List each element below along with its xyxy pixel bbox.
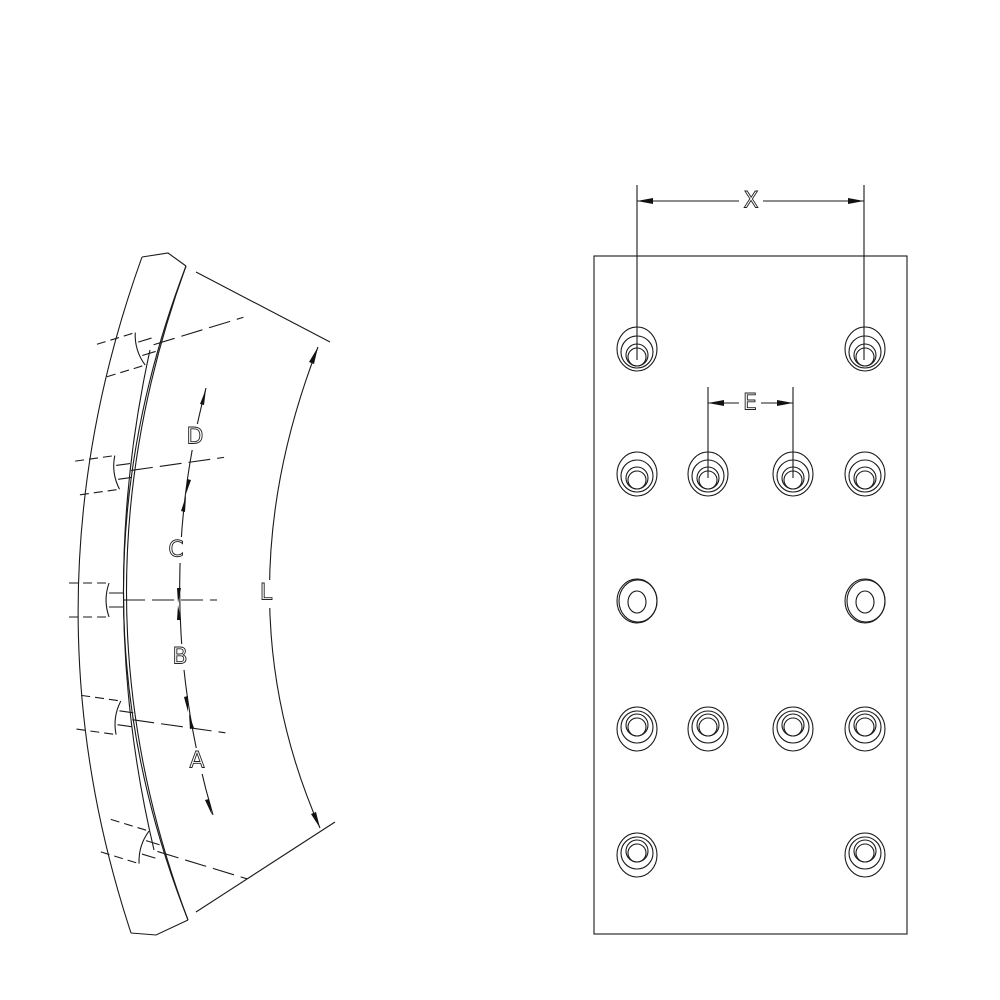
- rivet-shank: [109, 592, 124, 608]
- counterbore-outline: [96, 332, 146, 378]
- d-arrow-top: [200, 389, 206, 405]
- rivet-hole: [844, 578, 886, 624]
- e-arrow-left: [708, 400, 724, 406]
- d-arrow-bottom: [186, 479, 191, 494]
- b-arrow-top: [177, 605, 181, 620]
- rivet-centerline: [130, 456, 225, 471]
- rivet-counterbore: [96, 316, 244, 378]
- rivet-hole: [687, 451, 729, 497]
- rivet-counterbore: [75, 455, 225, 496]
- l-dimension-arc: [269, 346, 321, 829]
- b-arrow-bottom: [184, 696, 188, 712]
- counterbore-outline: [100, 818, 150, 865]
- lining-bottom-edge: [130, 919, 189, 936]
- counterbore-outline: [69, 582, 110, 618]
- e-arrow-right: [777, 400, 793, 406]
- a-arrow-top: [189, 714, 194, 729]
- counterbore-bottom: [114, 700, 122, 735]
- rivet-hole: [772, 451, 814, 497]
- lining-outer-arc: [77, 256, 143, 934]
- dimension-label-e: E: [743, 391, 757, 416]
- counterbore-bottom: [105, 582, 110, 618]
- rivet-shank: [116, 462, 133, 480]
- rivet-hole: [616, 451, 658, 497]
- a-arrow-bottom: [205, 799, 212, 815]
- dimension-label-x: X: [743, 189, 758, 214]
- side-view: L D C B A: [69, 252, 336, 936]
- rivet-hole: [616, 326, 658, 372]
- rivet-hole: [844, 326, 886, 372]
- counterbore-outline: [76, 694, 121, 736]
- rivet-shank: [141, 840, 160, 859]
- rivet-counterbore: [76, 694, 226, 736]
- rivet-hole: [844, 832, 886, 878]
- dimension-label-l: L: [260, 581, 273, 606]
- counterbore-outline: [75, 455, 120, 496]
- counterbore-bottom: [138, 830, 150, 864]
- c-arrow-top: [181, 496, 186, 512]
- lining-top-edge: [141, 252, 187, 267]
- rivet-hole: [844, 451, 886, 497]
- l-arrow-bottom: [311, 812, 320, 828]
- rivet-hole: [844, 706, 886, 752]
- dimension-label-d: D: [187, 425, 204, 450]
- rivet-counterbore: [100, 818, 248, 880]
- dimension-label-a: A: [189, 749, 204, 774]
- dimension-label-c: C: [168, 538, 183, 563]
- rivet-shank: [137, 337, 156, 357]
- rivet-group: [69, 316, 248, 880]
- rivet-hole: [616, 832, 658, 878]
- rivet-hole: [687, 706, 729, 752]
- counterbore-bottom: [113, 455, 121, 490]
- lining-inner-arc: [125, 265, 189, 921]
- rivet-hole: [616, 578, 658, 624]
- lining-outline: [593, 255, 908, 935]
- face-view: X E: [593, 185, 908, 935]
- x-arrow-right: [848, 198, 864, 204]
- counterbore-bottom: [134, 332, 146, 366]
- rivet-hole: [616, 706, 658, 752]
- dimension-label-b: B: [172, 645, 187, 670]
- l-arrow-top: [309, 347, 318, 364]
- rivet-hole-group: [616, 326, 886, 878]
- rivet-centerline: [132, 719, 226, 734]
- rivet-shank: [117, 710, 134, 728]
- l-extension-bottom: [195, 821, 336, 913]
- x-arrow-left: [637, 198, 653, 204]
- rivet-centerline: [157, 850, 248, 880]
- c-arrow-bottom: [177, 588, 181, 603]
- rivet-centerline: [153, 316, 244, 346]
- rivet-hole: [772, 706, 814, 752]
- l-extension-top: [195, 271, 331, 343]
- rivet-counterbore: [69, 582, 218, 618]
